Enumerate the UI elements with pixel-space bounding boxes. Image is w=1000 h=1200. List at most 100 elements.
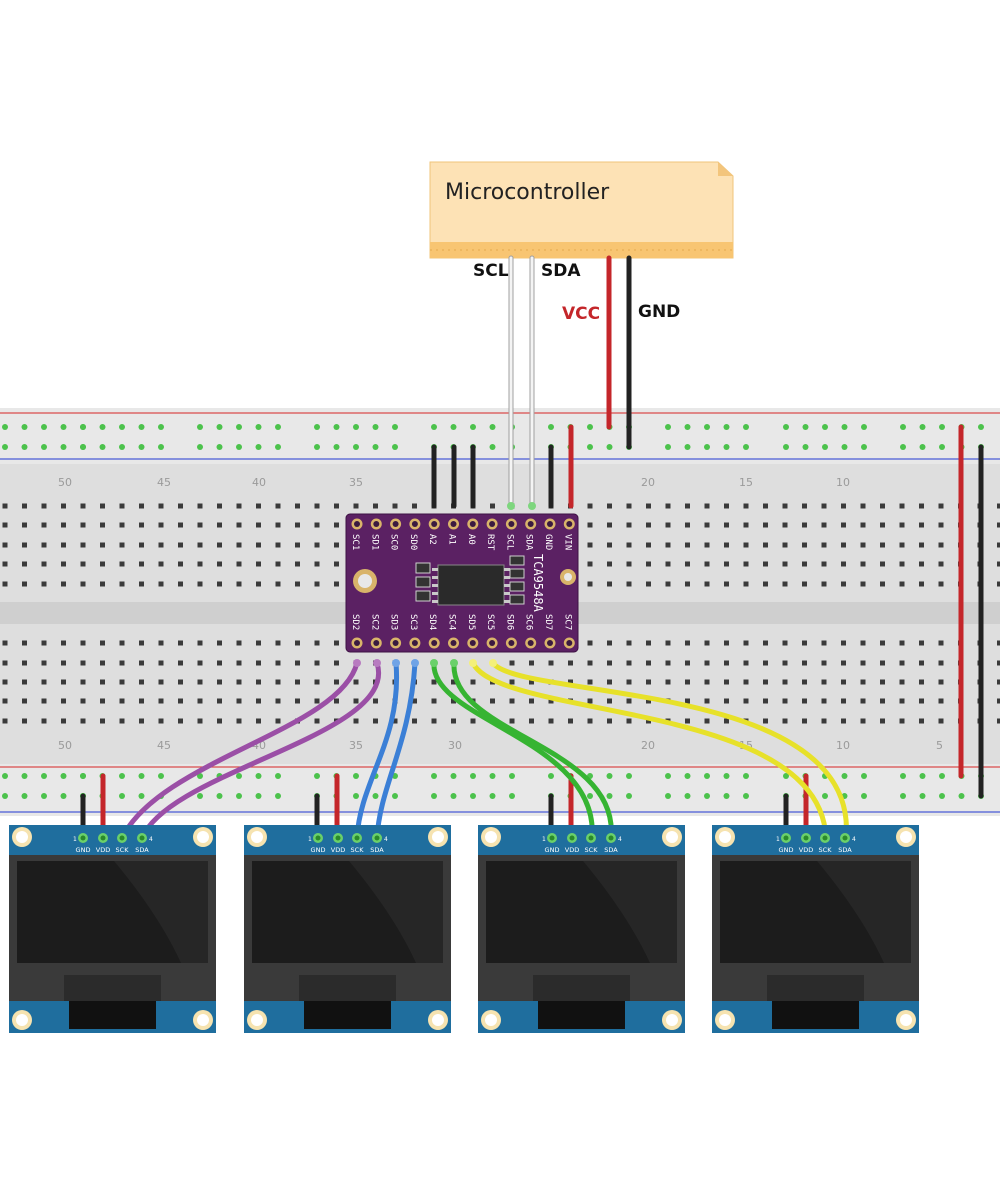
oled-wires bbox=[80, 660, 849, 841]
breadboard-hole bbox=[626, 542, 632, 548]
rail-hole bbox=[665, 424, 671, 430]
rail-hole bbox=[431, 773, 437, 779]
breadboard-hole bbox=[743, 660, 749, 666]
breadboard-hole bbox=[704, 660, 710, 666]
breadboard-hole bbox=[197, 660, 203, 666]
breadboard-hole bbox=[2, 718, 8, 724]
rail-hole bbox=[783, 444, 789, 450]
breadboard-hole bbox=[568, 718, 573, 724]
breadboard-hole bbox=[41, 561, 47, 567]
rail-hole bbox=[21, 793, 28, 799]
breadboard-hole bbox=[704, 698, 710, 704]
mux-pin-label: SD1 bbox=[369, 534, 379, 550]
breadboard-hole bbox=[646, 718, 651, 724]
breadboard-hole bbox=[236, 522, 242, 528]
rail-hole bbox=[255, 793, 262, 799]
breadboard-hole bbox=[763, 581, 768, 587]
breadboard-hole bbox=[490, 503, 495, 509]
breadboard-hole bbox=[626, 679, 632, 685]
breadboard-hole bbox=[763, 640, 768, 646]
oled-pin-number: 1 bbox=[73, 836, 77, 843]
breadboard-hole bbox=[217, 640, 222, 646]
breadboard-hole bbox=[607, 522, 612, 528]
breadboard-hole bbox=[314, 698, 320, 704]
oled-pin-label: VDD bbox=[799, 846, 813, 854]
breadboard-hole bbox=[178, 542, 183, 548]
rail-hole bbox=[606, 773, 613, 779]
rail-hole bbox=[138, 444, 145, 450]
breadboard-hole bbox=[61, 503, 66, 509]
breadboard-hole bbox=[451, 698, 456, 704]
breadboard-hole bbox=[119, 718, 125, 724]
breadboard-hole bbox=[821, 698, 827, 704]
mux-pin-label: SC6 bbox=[524, 614, 534, 630]
breadboard-hole bbox=[841, 542, 846, 548]
breadboard-hole bbox=[217, 522, 222, 528]
rail-hole bbox=[743, 793, 749, 799]
breadboard-hole bbox=[997, 660, 1000, 666]
mux-pin-label: SC1 bbox=[350, 534, 360, 550]
breadboard-hole bbox=[646, 542, 651, 548]
breadboard-hole bbox=[841, 679, 846, 685]
breadboard-hole bbox=[665, 581, 671, 587]
oled-pin-label: SCK bbox=[351, 846, 365, 854]
rail-hole bbox=[21, 424, 28, 430]
breadboard-hole bbox=[61, 640, 66, 646]
breadboard-hole bbox=[139, 679, 144, 685]
breadboard-hole bbox=[938, 581, 944, 587]
breadboard-hole bbox=[22, 542, 27, 548]
rail-hole bbox=[802, 424, 809, 430]
breadboard-hole bbox=[704, 679, 710, 685]
breadboard-hole bbox=[802, 503, 807, 509]
breadboard-hole bbox=[2, 503, 8, 509]
breadboard-hole bbox=[295, 542, 300, 548]
breadboard-hole bbox=[80, 698, 86, 704]
rail-hole bbox=[919, 793, 926, 799]
rail-hole bbox=[236, 444, 242, 450]
col-number: 10 bbox=[836, 739, 850, 752]
breadboard-hole bbox=[899, 581, 905, 587]
breadboard-hole bbox=[451, 718, 456, 724]
rail-hole bbox=[158, 773, 164, 779]
breadboard-hole bbox=[821, 522, 827, 528]
rail-hole bbox=[2, 444, 8, 450]
breadboard-hole bbox=[860, 542, 866, 548]
rail-hole bbox=[783, 773, 789, 779]
rail-hole bbox=[861, 773, 867, 779]
breadboard-hole bbox=[412, 503, 417, 509]
breadboard-hole bbox=[938, 542, 944, 548]
mux-pin-label: SD6 bbox=[504, 614, 514, 630]
oled-pin-label: SDA bbox=[370, 846, 384, 854]
breadboard-hole bbox=[587, 679, 593, 685]
col-number: 30 bbox=[448, 739, 462, 752]
rail-hole bbox=[197, 444, 203, 450]
breadboard-hole bbox=[100, 581, 105, 587]
breadboard-hole bbox=[41, 581, 47, 587]
breadboard-hole bbox=[334, 542, 339, 548]
breadboard-hole bbox=[899, 660, 905, 666]
rail-hole bbox=[138, 773, 145, 779]
breadboard-hole bbox=[119, 503, 125, 509]
breadboard-hole bbox=[743, 561, 749, 567]
breadboard-hole bbox=[860, 698, 866, 704]
col-number: 35 bbox=[349, 476, 363, 489]
breadboard-hole bbox=[353, 679, 359, 685]
breadboard-hole bbox=[685, 698, 690, 704]
rail-hole bbox=[333, 424, 340, 430]
rail-hole bbox=[470, 793, 476, 799]
breadboard-hole bbox=[821, 660, 827, 666]
rail-hole bbox=[216, 444, 223, 450]
breadboard-hole bbox=[256, 679, 261, 685]
rail-hole bbox=[41, 424, 47, 430]
rail-hole bbox=[21, 773, 28, 779]
breadboard-hole bbox=[646, 640, 651, 646]
oled1-sda-wire bbox=[139, 660, 382, 841]
breadboard-hole bbox=[938, 698, 944, 704]
breadboard-hole bbox=[295, 581, 300, 587]
rail-hole bbox=[665, 773, 671, 779]
rail-hole bbox=[431, 424, 437, 430]
breadboard-hole bbox=[139, 561, 144, 567]
breadboard-hole bbox=[685, 503, 690, 509]
